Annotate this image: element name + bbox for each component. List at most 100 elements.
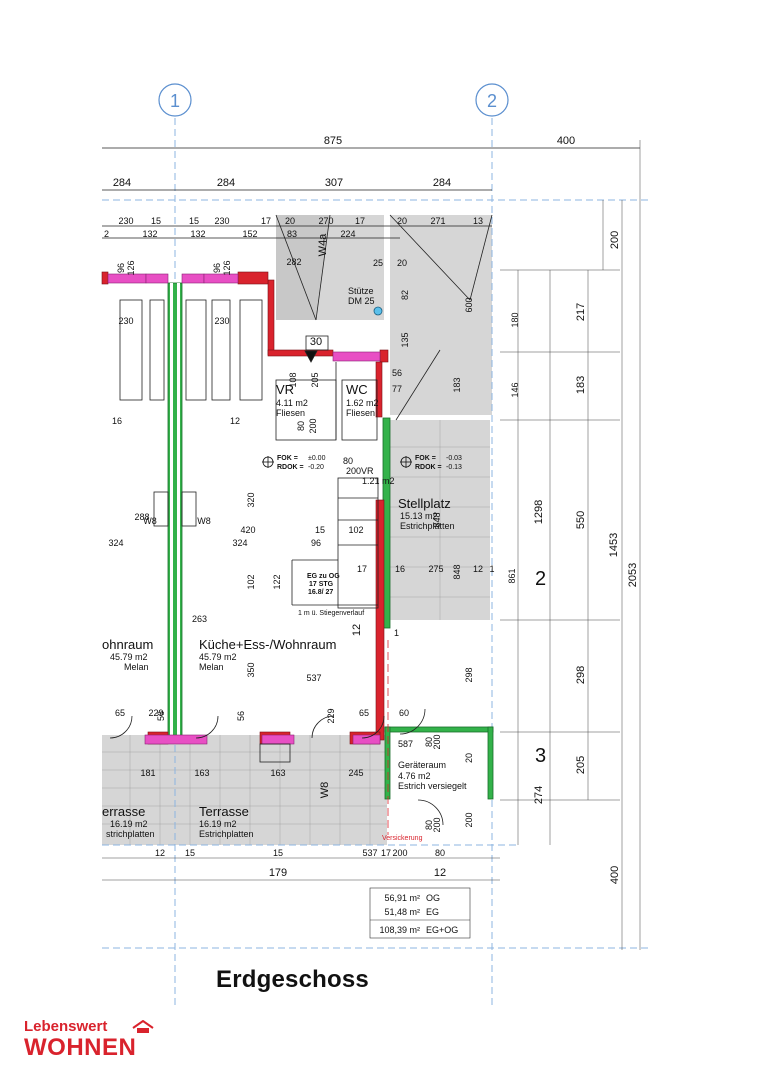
svg-text:Fliesen: Fliesen <box>276 408 305 418</box>
svg-text:17: 17 <box>355 216 365 226</box>
svg-text:4.76 m2: 4.76 m2 <box>398 771 431 781</box>
svg-text:229: 229 <box>148 708 163 718</box>
room-stellplatz-name: Stellplatz <box>398 496 451 511</box>
svg-text:15.13 m2: 15.13 m2 <box>400 511 438 521</box>
svg-text:108: 108 <box>288 372 298 387</box>
axis-markers: 1 2 <box>158 83 509 117</box>
floor-fills <box>102 215 492 845</box>
svg-text:15: 15 <box>315 525 325 535</box>
svg-text:298: 298 <box>464 667 474 682</box>
svg-text:80: 80 <box>424 820 434 830</box>
svg-text:200: 200 <box>308 418 318 433</box>
dimension-lines <box>102 140 641 950</box>
svg-text:FOK =: FOK = <box>415 455 436 462</box>
svg-text:56,91 m²: 56,91 m² <box>384 893 420 903</box>
svg-text:274: 274 <box>533 786 545 804</box>
svg-text:152: 152 <box>242 229 257 239</box>
axis-grid <box>102 118 650 1005</box>
svg-text:45.79 m2: 45.79 m2 <box>199 652 237 662</box>
svg-text:1298: 1298 <box>533 500 545 524</box>
tile-grid <box>102 420 490 845</box>
svg-text:OG: OG <box>426 893 440 903</box>
section-marker-2: 2 <box>535 568 546 590</box>
svg-text:12: 12 <box>155 848 165 858</box>
svg-text:205: 205 <box>575 756 587 774</box>
svg-text:20: 20 <box>397 258 407 268</box>
svg-text:W8: W8 <box>197 516 211 526</box>
svg-text:200: 200 <box>464 812 474 827</box>
svg-text:65: 65 <box>359 708 369 718</box>
svg-text:15: 15 <box>189 216 199 226</box>
svg-text:550: 550 <box>575 511 587 529</box>
svg-text:17: 17 <box>261 216 271 226</box>
svg-text:77: 77 <box>392 384 402 394</box>
svg-text:Melan: Melan <box>124 662 149 672</box>
svg-text:284: 284 <box>433 177 451 189</box>
svg-text:17 STG: 17 STG <box>309 581 334 588</box>
svg-text:320: 320 <box>246 492 256 507</box>
svg-text:224: 224 <box>340 229 355 239</box>
svg-text:W8: W8 <box>319 782 331 799</box>
svg-text:20: 20 <box>464 753 474 763</box>
svg-text:183: 183 <box>452 377 462 392</box>
svg-text:102: 102 <box>246 574 256 589</box>
svg-text:W8: W8 <box>143 516 157 526</box>
svg-text:12: 12 <box>473 564 483 574</box>
svg-text:180: 180 <box>510 312 520 327</box>
svg-text:122: 122 <box>272 574 282 589</box>
svg-text:284: 284 <box>113 177 131 189</box>
svg-text:80: 80 <box>343 456 353 466</box>
svg-text:163: 163 <box>194 768 209 778</box>
svg-text:80: 80 <box>296 421 306 431</box>
room-vr-name: VR <box>276 382 294 397</box>
axis-label-2: 2 <box>487 91 497 111</box>
svg-text:strichplatten: strichplatten <box>106 829 155 839</box>
svg-text:56: 56 <box>156 711 166 721</box>
svg-text:82: 82 <box>400 290 410 300</box>
level-labels: FOK = ±0.00 RDOK = -0.20 FOK = -0.03 RDO… <box>277 455 462 471</box>
svg-text:420: 420 <box>240 525 255 535</box>
svg-text:126: 126 <box>222 260 232 275</box>
svg-text:Fliesen: Fliesen <box>346 408 375 418</box>
svg-text:EG: EG <box>426 907 439 917</box>
svg-text:DM 25: DM 25 <box>348 296 375 306</box>
room-terrasse-name: Terrasse <box>199 804 249 819</box>
svg-text:307: 307 <box>325 177 343 189</box>
svg-text:324: 324 <box>108 538 123 548</box>
svg-text:282: 282 <box>286 257 301 267</box>
svg-text:132: 132 <box>142 229 157 239</box>
svg-text:350: 350 <box>246 662 256 677</box>
brand-logo: Lebenswert WOHNEN <box>24 1018 164 1062</box>
dimension-labels: 875 400 284 284 307 284 230 15 15 230 17… <box>104 135 639 884</box>
versickerung-label: Versickerung <box>382 835 423 842</box>
svg-text:2053: 2053 <box>627 563 639 587</box>
svg-text:errasse: errasse <box>102 804 145 819</box>
svg-text:65: 65 <box>115 708 125 718</box>
svg-text:-0.13: -0.13 <box>446 464 462 471</box>
svg-text:230: 230 <box>214 216 229 226</box>
brand-line2: WOHNEN <box>24 1034 137 1061</box>
svg-text:80: 80 <box>435 848 445 858</box>
interior-lines <box>109 214 493 826</box>
svg-text:135: 135 <box>400 332 410 347</box>
walls-red <box>101 271 389 745</box>
svg-text:1: 1 <box>489 564 494 574</box>
svg-text:205: 205 <box>310 372 320 387</box>
svg-text:60: 60 <box>399 708 409 718</box>
svg-text:EG zu OG: EG zu OG <box>307 573 340 580</box>
svg-text:83: 83 <box>287 229 297 239</box>
svg-text:132: 132 <box>190 229 205 239</box>
svg-text:-0.03: -0.03 <box>446 455 462 462</box>
svg-text:263: 263 <box>192 614 207 624</box>
svg-text:17: 17 <box>381 848 391 858</box>
svg-text:230: 230 <box>214 316 229 326</box>
svg-text:W4a: W4a <box>317 233 329 257</box>
svg-text:FOK =: FOK = <box>277 455 298 462</box>
svg-text:Estrichplatten: Estrichplatten <box>400 521 455 531</box>
svg-text:200VR: 200VR <box>346 466 374 476</box>
svg-text:15: 15 <box>151 216 161 226</box>
stairs-label: EG zu OG 17 STG 16.8/ 27 1 m ü. Stiegenv… <box>298 573 364 617</box>
svg-text:245: 245 <box>348 768 363 778</box>
svg-text:16: 16 <box>395 564 405 574</box>
